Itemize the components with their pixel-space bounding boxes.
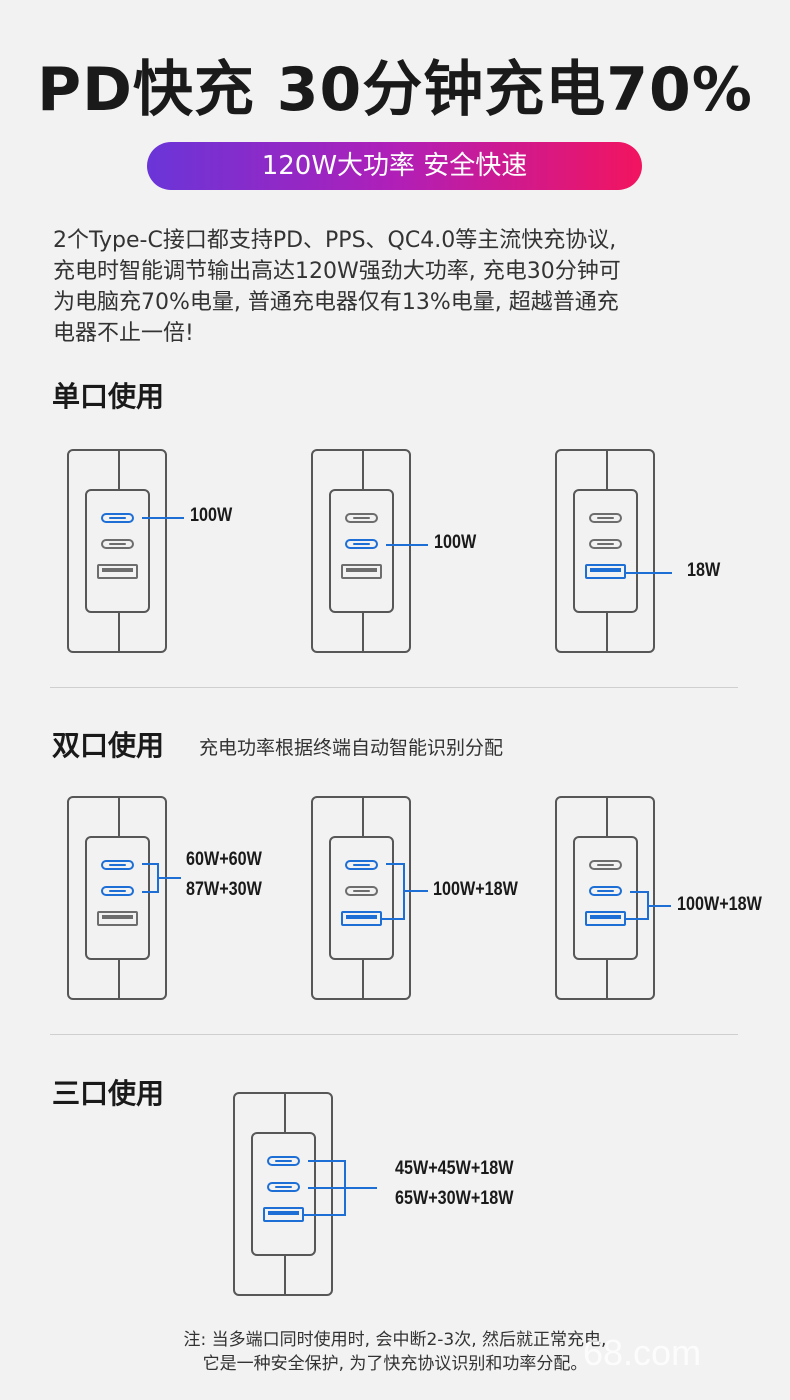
power-label: 45W+45W+18W bbox=[395, 1158, 514, 1179]
connector-line bbox=[157, 877, 181, 879]
intro-line: 为电脑充70%电量, 普通充电器仅有13%电量, 超越普通充 bbox=[53, 290, 619, 315]
charger-diagram bbox=[233, 1092, 333, 1296]
triple-port-title: 三口使用 bbox=[52, 1077, 165, 1110]
usb-a-port bbox=[97, 564, 138, 579]
usb-c-port-1 bbox=[101, 513, 134, 523]
dual-port-note: 充电功率根据终端自动智能识别分配 bbox=[199, 737, 504, 759]
usb-a-port bbox=[263, 1207, 304, 1222]
tagline-banner: 120W大功率 安全快速 bbox=[147, 142, 642, 190]
connector-line bbox=[386, 863, 403, 865]
charger-diagram bbox=[555, 796, 655, 1000]
section-divider bbox=[50, 1034, 738, 1035]
power-label: 100W bbox=[434, 532, 477, 553]
usb-c-port-1 bbox=[589, 860, 622, 870]
usb-c-port-1 bbox=[267, 1156, 300, 1166]
footnote: 注: 当多端口同时使用时, 会中断2-3次, 然后就正常充电, 它是一种安全保护… bbox=[0, 1328, 790, 1376]
usb-a-port bbox=[341, 911, 382, 926]
intro-line: 2个Type-C接口都支持PD、PPS、QC4.0等主流快充协议, bbox=[53, 228, 617, 253]
usb-a-port bbox=[585, 911, 626, 926]
usb-a-port bbox=[97, 911, 138, 926]
power-label: 100W+18W bbox=[433, 879, 518, 900]
footnote-line: 它是一种安全保护, 为了快充协议识别和功率分配。 bbox=[202, 1354, 588, 1374]
usb-c-port-2 bbox=[101, 886, 134, 896]
usb-c-port-1 bbox=[589, 513, 622, 523]
footnote-line: 注: 当多端口同时使用时, 会中断2-3次, 然后就正常充电, bbox=[183, 1330, 607, 1350]
single-port-title: 单口使用 bbox=[52, 380, 165, 413]
connector-line bbox=[647, 905, 671, 907]
charger-diagram bbox=[311, 449, 411, 653]
usb-c-port-1 bbox=[101, 860, 134, 870]
connector-line bbox=[382, 918, 403, 920]
connector-line bbox=[344, 1187, 377, 1189]
usb-c-port-2 bbox=[589, 886, 622, 896]
connector-line bbox=[626, 918, 647, 920]
usb-c-port-2 bbox=[267, 1182, 300, 1192]
power-label: 100W bbox=[190, 505, 233, 526]
usb-c-port-2 bbox=[345, 539, 378, 549]
connector-line bbox=[403, 890, 428, 892]
usb-c-port-1 bbox=[345, 513, 378, 523]
charger-diagram bbox=[555, 449, 655, 653]
charger-diagram bbox=[67, 796, 167, 1000]
usb-c-port-1 bbox=[345, 860, 378, 870]
connector-line bbox=[630, 891, 647, 893]
connector-line bbox=[142, 863, 157, 865]
usb-c-port-2 bbox=[101, 539, 134, 549]
connector-line bbox=[304, 1214, 345, 1216]
charger-diagram bbox=[311, 796, 411, 1000]
usb-a-port bbox=[585, 564, 626, 579]
section-divider bbox=[50, 687, 738, 688]
connector-line bbox=[386, 544, 428, 546]
connector-line bbox=[308, 1187, 345, 1189]
watermark: 68.com bbox=[583, 1332, 702, 1373]
connector-line bbox=[626, 572, 672, 574]
connector-line bbox=[142, 517, 184, 519]
usb-c-port-2 bbox=[345, 886, 378, 896]
dual-port-title: 双口使用 bbox=[52, 729, 165, 762]
power-label: 87W+30W bbox=[186, 879, 262, 900]
intro-line: 充电时智能调节输出高达120W强劲大功率, 充电30分钟可 bbox=[53, 259, 621, 284]
power-label: 100W+18W bbox=[677, 894, 762, 915]
charger-diagram bbox=[67, 449, 167, 653]
power-label: 18W bbox=[687, 560, 721, 581]
connector-line bbox=[308, 1160, 345, 1162]
power-label: 65W+30W+18W bbox=[395, 1188, 514, 1209]
intro-paragraph: 2个Type-C接口都支持PD、PPS、QC4.0等主流快充协议, 充电时智能调… bbox=[53, 225, 743, 349]
usb-a-port bbox=[341, 564, 382, 579]
power-label: 60W+60W bbox=[186, 849, 262, 870]
usb-c-port-2 bbox=[589, 539, 622, 549]
intro-line: 电器不止一倍! bbox=[53, 321, 194, 346]
page-title: PD快充 30分钟充电70% bbox=[37, 55, 753, 125]
connector-line bbox=[142, 891, 157, 893]
